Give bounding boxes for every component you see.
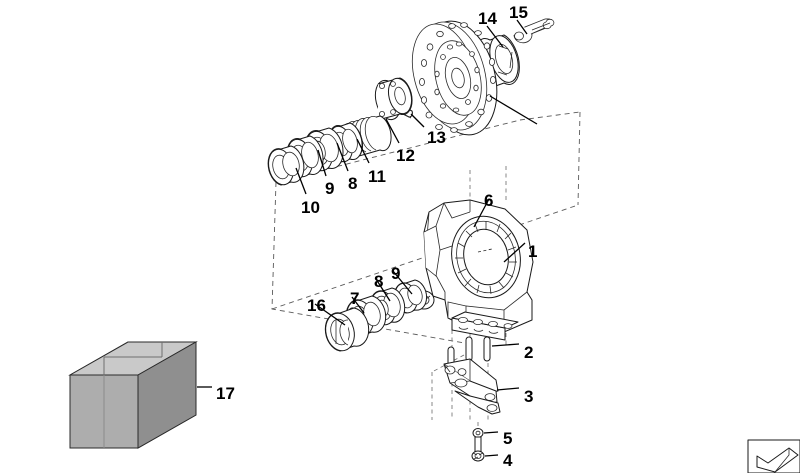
callout-4[interactable]: 4 (503, 451, 513, 470)
callout-1[interactable]: 1 (528, 242, 538, 261)
housing-bolt-bosses (451, 311, 519, 341)
part-10-spacer-ring (267, 145, 305, 186)
callout-13[interactable]: 13 (427, 128, 446, 147)
callout-17[interactable]: 17 (216, 384, 235, 403)
callout-14[interactable]: 14 (478, 9, 497, 28)
callout-8-lower[interactable]: 8 (374, 272, 384, 291)
callout-6[interactable]: 6 (484, 191, 494, 210)
callout-10[interactable]: 10 (301, 198, 320, 217)
part-3-mounting-bracket (443, 358, 501, 415)
callout-11[interactable]: 11 (368, 167, 386, 186)
part-1-final-drive-housing (413, 199, 534, 341)
wedge-arrow-icon (747, 439, 800, 473)
flywheel-disc (411, 20, 498, 136)
leader-lines (197, 19, 538, 457)
part-5-washer (472, 428, 484, 438)
callout-16[interactable]: 16 (307, 296, 326, 315)
callout-8[interactable]: 8 (348, 174, 358, 193)
part-16-cap-plug (324, 307, 370, 352)
callout-15[interactable]: 15 (509, 3, 528, 22)
callout-9[interactable]: 9 (325, 179, 335, 198)
callout-7[interactable]: 7 (350, 289, 360, 308)
callout-12[interactable]: 12 (396, 146, 415, 165)
part-15-retaining-clip (513, 18, 555, 44)
callout-3[interactable]: 3 (524, 387, 534, 406)
part-12-drive-flange-yoke (340, 77, 413, 159)
callout-2[interactable]: 2 (524, 343, 534, 362)
callout-9-lower[interactable]: 9 (391, 264, 401, 283)
part-17-repair-kit-box (68, 341, 198, 449)
part-4-hex-bolt (471, 436, 485, 462)
callout-5[interactable]: 5 (503, 429, 513, 448)
